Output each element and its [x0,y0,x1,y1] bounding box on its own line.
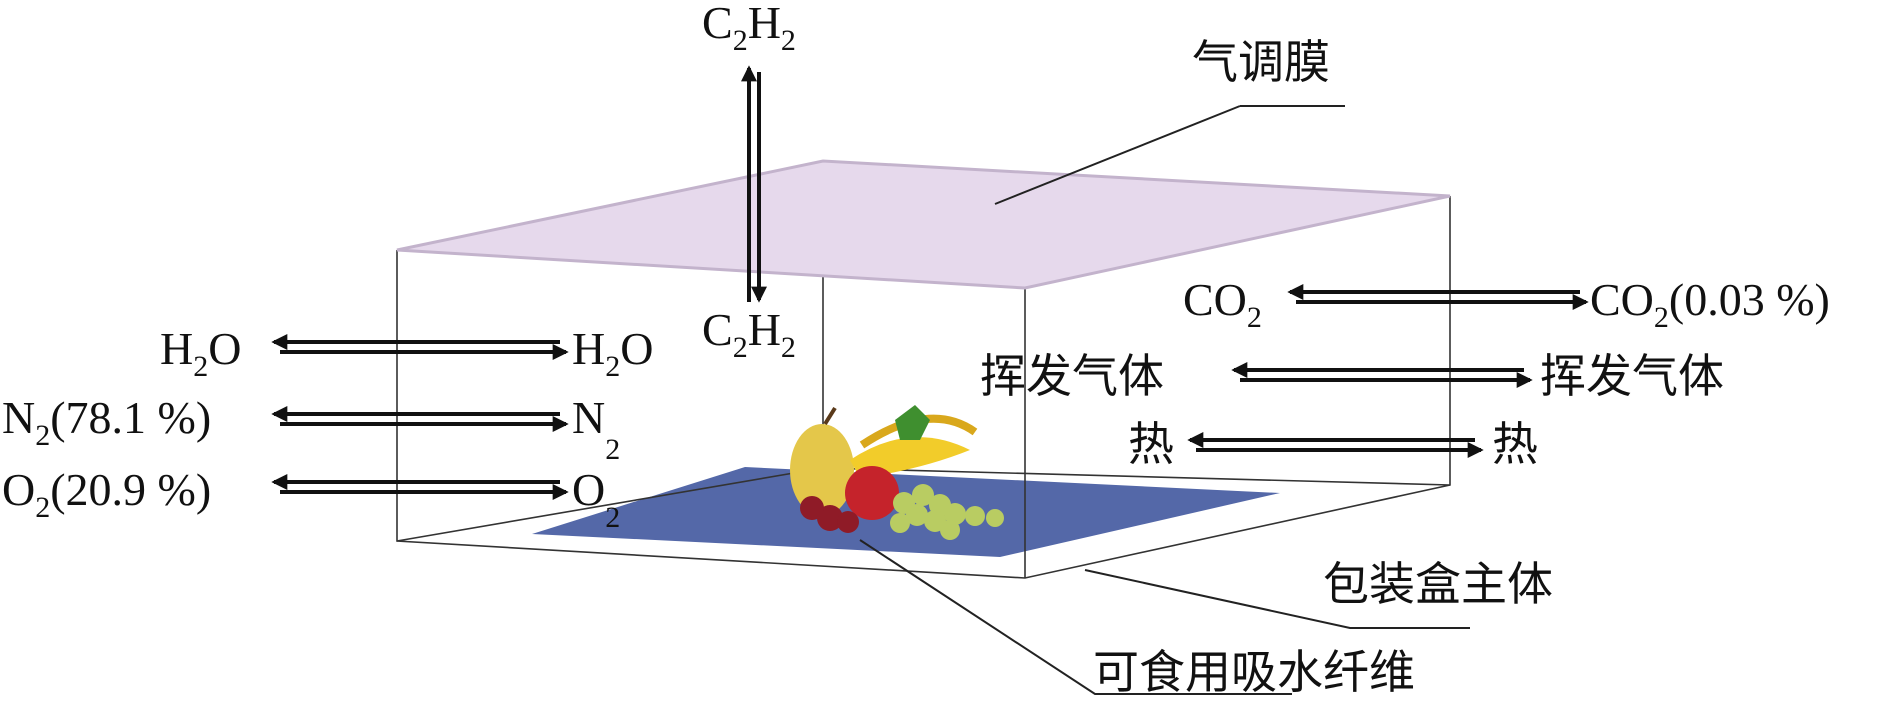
c2h2-outside-label: C2H2 [702,0,796,57]
volatile-double-arrow-icon [1231,362,1533,388]
volatile-outside-label: 挥发气体 [1540,351,1724,402]
co2-outside-label: CO2(0.03 %) [1590,274,1830,334]
membrane-top [396,159,1451,290]
o2-outside-label: O2(20.9 %) [2,464,211,524]
box-body-label: 包装盒主体 [1323,559,1553,610]
membrane-leader-line [994,105,1241,205]
box-leader-line [1084,569,1470,629]
heat-inside-label: 热 [1128,419,1174,470]
n2-outside-label: N2(78.1 %) [2,392,211,452]
c2h2-double-arrow-icon [741,65,767,303]
heat-outside-label: 热 [1492,419,1538,470]
fruit-basket-icon [790,405,1004,540]
o2-double-arrow-icon [271,474,569,500]
h2o-double-arrow-icon [271,334,569,360]
n2-inside-label: N2 [572,392,620,466]
volatile-inside-label: 挥发气体 [980,351,1164,402]
h2o-inside-label: H2O [572,323,653,383]
co2-inside-label: CO2 [1183,274,1262,334]
c2h2-inside-label: C2H2 [702,304,796,364]
fiber-leader-line [859,539,1292,695]
o2-inside-label: O2 [572,464,620,534]
fiber-label: 可食用吸水纤维 [1093,647,1415,698]
co2-double-arrow-icon [1287,284,1589,310]
h2o-outside-label: H2O [160,323,241,383]
membrane-label: 气调膜 [1192,37,1330,88]
heat-double-arrow-icon [1187,432,1484,458]
n2-double-arrow-icon [271,406,569,432]
